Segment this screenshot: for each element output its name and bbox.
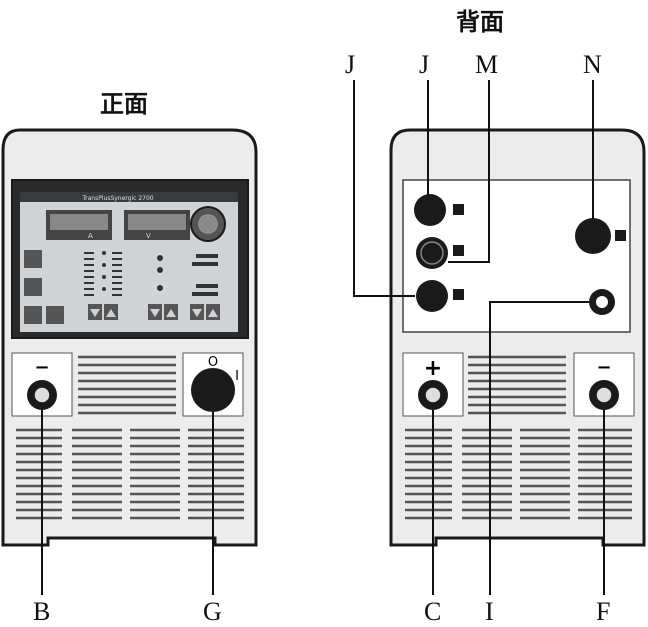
back-terminal-plus-symbol: +	[424, 356, 442, 381]
readout-amps-screen	[50, 214, 108, 230]
back-terminal-minus-symbol: −	[596, 357, 611, 378]
connector-N[interactable]	[575, 218, 611, 254]
front-view-title: 正面	[100, 90, 148, 118]
connector-M-ring	[420, 241, 444, 265]
switch-on-symbol: I	[235, 369, 239, 384]
mode-button-1[interactable]	[24, 250, 42, 268]
back-terminal-plus-core	[424, 386, 442, 404]
front-terminal-symbol: −	[34, 357, 49, 378]
callout-J-top: J	[419, 50, 430, 79]
callout-M: M	[475, 50, 499, 79]
display-header-strip	[20, 192, 238, 202]
front-vents	[16, 355, 244, 520]
callout-C: C	[424, 597, 442, 626]
mode-button-2[interactable]	[24, 278, 42, 296]
readout-volts-screen	[128, 214, 186, 230]
mode-button-3[interactable]	[24, 306, 42, 324]
back-vents	[405, 355, 632, 520]
arrow-glyphs	[90, 309, 218, 317]
torch-graphics	[192, 254, 218, 296]
connector-M-tab	[453, 245, 464, 256]
switch-off-symbol: O	[208, 355, 218, 370]
indicator-leds	[84, 251, 163, 296]
adjust-knob-center	[198, 214, 218, 234]
callout-G: G	[203, 597, 222, 626]
back-terminal-minus-core	[595, 386, 613, 404]
callout-B: B	[33, 597, 51, 626]
connector-I-core	[596, 296, 608, 308]
back-view: + −	[353, 80, 646, 595]
callout-F: F	[596, 597, 611, 626]
readout-volts-unit: V	[146, 232, 151, 240]
callout-N: N	[583, 50, 602, 79]
leader-M	[448, 80, 490, 263]
display-brand-text: TransPlusSynergic 2700	[81, 195, 153, 202]
front-view: TransPlusSynergic 2700 A V	[1, 128, 258, 595]
connector-J-bottom[interactable]	[416, 280, 448, 312]
connector-J-top-tab	[453, 204, 464, 215]
connector-N-tab	[615, 230, 626, 241]
front-terminal-socket-core	[33, 386, 51, 404]
callout-J-left: J	[345, 50, 356, 79]
back-view-title: 背面	[456, 8, 504, 36]
callout-I: I	[485, 597, 494, 626]
power-switch-knob[interactable]	[191, 368, 235, 412]
connector-J-top[interactable]	[414, 194, 446, 226]
leader-I	[489, 301, 589, 595]
connector-J-bottom-tab	[453, 289, 464, 300]
leader-J-left	[353, 80, 415, 297]
mode-button-4[interactable]	[46, 306, 64, 324]
readout-amps-unit: A	[88, 232, 93, 240]
